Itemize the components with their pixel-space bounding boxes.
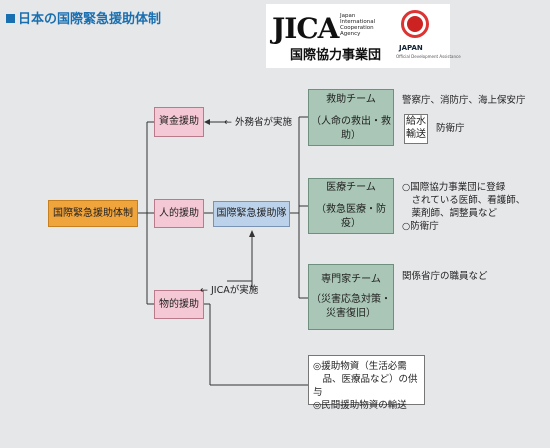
japan-oda-logo-icon — [401, 10, 429, 38]
aid-goods-box: 物的援助 — [154, 290, 204, 319]
page-title: 日本の国際緊急援助体制 — [6, 8, 161, 27]
medical-notes: ○国際協力事業団に登録 されている医師、看護師、 薬剤師、調整員など ○防衛庁 — [402, 182, 526, 232]
mofa-note: ← 外務省が実施 — [224, 117, 292, 128]
jica-note: ← JICAが実施 — [200, 285, 259, 296]
japan-logo-label: JAPAN — [399, 44, 423, 52]
jica-logo-mark: JICA — [272, 12, 339, 45]
main-system-box: 国際緊急援助体制 — [48, 200, 138, 227]
jica-logo-japanese: 国際協力事業団 — [290, 48, 382, 63]
rescue-team-box: 救助チーム （人命の救出・救助） — [308, 89, 394, 146]
title-square-icon — [6, 14, 15, 23]
expert-team-box: 専門家チーム （災害応急対策・ 災害復旧） — [308, 264, 394, 330]
goods-aid-box: ◎援助物資（生活必需 品、医療品など）の供与 ◎民間援助物資の輸送 — [308, 355, 425, 411]
rescue-agencies-note: 警察庁、消防庁、海上保安庁 — [402, 95, 526, 106]
expert-note: 関係省庁の職員など — [402, 271, 488, 282]
aid-money-box: 資金援助 — [154, 107, 204, 137]
water-transport-box: 給水 輸送 — [404, 114, 428, 144]
aid-people-box: 人的援助 — [154, 199, 204, 228]
rising-sun-icon — [407, 16, 423, 32]
jica-logo-english: Japan International Cooperation Agency — [340, 13, 376, 37]
medical-team-box: 医療チーム （救急医療・防疫） — [308, 178, 394, 234]
oda-logo-caption: Official Development Assistance — [396, 54, 461, 59]
sdf-note: 防衛庁 — [436, 123, 465, 134]
rescue-team-org-box: 国際緊急援助隊 — [213, 201, 290, 227]
logo-panel: JICA Japan International Cooperation Age… — [266, 4, 461, 68]
